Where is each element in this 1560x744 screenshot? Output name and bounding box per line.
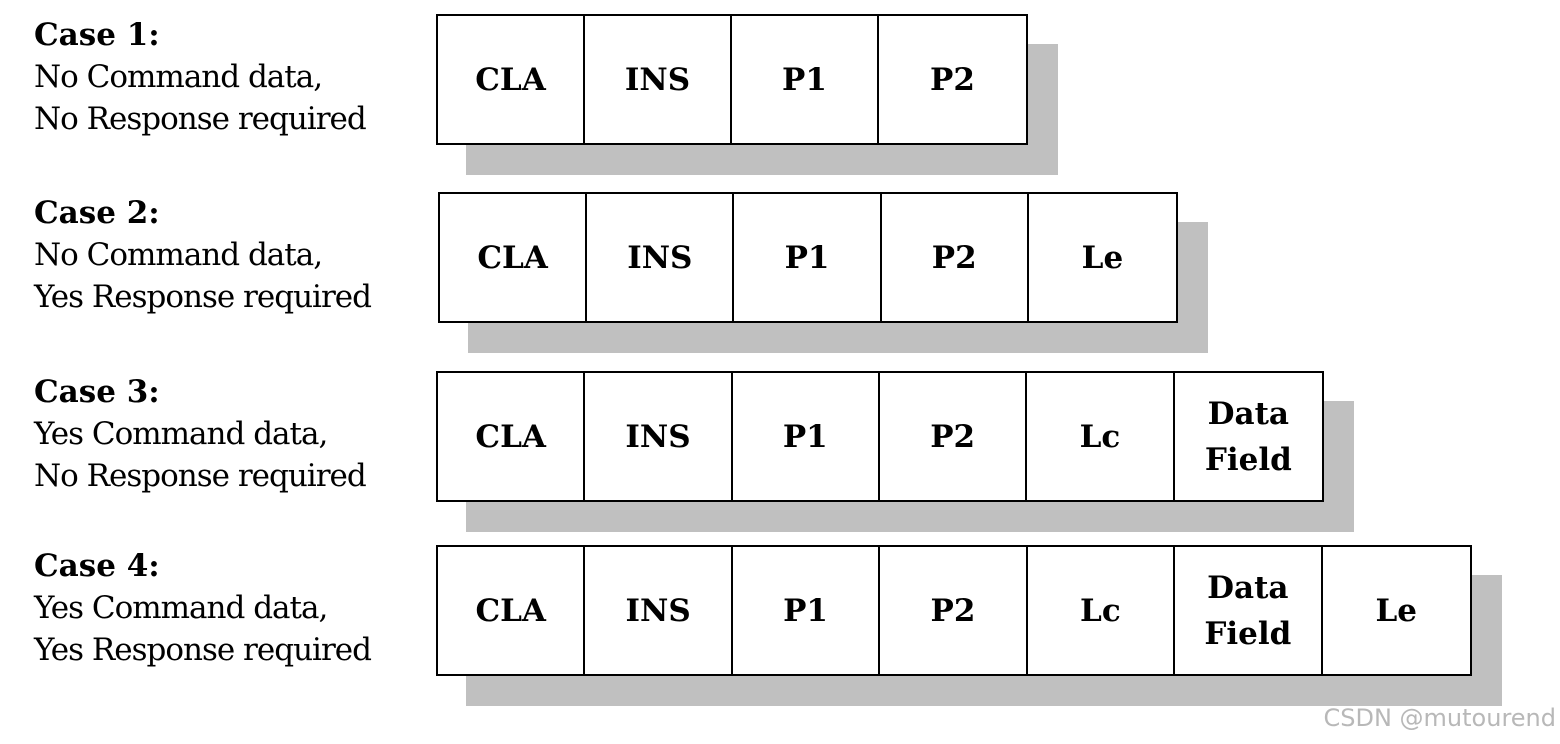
apdu-field-p1: P1: [734, 194, 882, 321]
apdu-field-cla: CLA: [438, 373, 586, 500]
case-2: Case 2: No Command data, Yes Response requ…: [0, 184, 1560, 353]
apdu-field-cla: CLA: [438, 547, 586, 674]
case-description: Case 4: Yes Command data, Yes Response req…: [34, 545, 414, 671]
case-3: Case 3: Yes Command data, No Response requ…: [0, 363, 1560, 532]
case-title: Case 1:: [34, 17, 160, 53]
apdu-field-p2: P2: [880, 373, 1028, 500]
apdu-field-le: Le: [1081, 239, 1124, 276]
case-response-text: No Response required: [34, 101, 367, 137]
case-description: Case 3: Yes Command data, No Response requ…: [34, 371, 414, 497]
case-command-data-text: No Command data,: [34, 59, 323, 95]
case-4: Case 4: Yes Command data, Yes Response req…: [0, 537, 1560, 706]
case-1: Case 1: No Command data, No Response requi…: [0, 6, 1560, 175]
apdu-field-cla: CLA: [438, 16, 585, 143]
apdu-field-ins: INS: [585, 547, 733, 674]
apdu-field-data-field: Data Field: [1175, 547, 1323, 674]
watermark: CSDN @mutourend: [1323, 704, 1557, 732]
case-command-data-text: Yes Command data,: [34, 590, 328, 626]
apdu-field-p1: P1: [732, 16, 879, 143]
apdu-field-cla: CLA: [440, 194, 588, 321]
case-command-data-text: Yes Command data,: [34, 416, 328, 452]
apdu-field-p2: P2: [930, 61, 975, 98]
case-response-text: Yes Response required: [34, 632, 372, 668]
case-response-text: Yes Response required: [34, 279, 372, 315]
case-description: Case 1: No Command data, No Response requi…: [34, 14, 414, 140]
apdu-field-ins: INS: [585, 16, 732, 143]
apdu-field-p2: P2: [880, 547, 1028, 674]
case-command-data-text: No Command data,: [34, 237, 323, 273]
apdu-field-ins: INS: [587, 194, 735, 321]
apdu-field-p2: P2: [882, 194, 1029, 321]
case-title: Case 4:: [34, 548, 160, 584]
apdu-field-lc: Lc: [1027, 373, 1175, 500]
case-description: Case 2: No Command data, Yes Response requ…: [34, 192, 414, 318]
apdu-field-p1: P1: [733, 547, 881, 674]
case-response-text: No Response required: [34, 458, 367, 494]
apdu-field-p1: P1: [733, 373, 880, 500]
case-title: Case 3:: [34, 374, 160, 410]
apdu-field-lc: Lc: [1028, 547, 1176, 674]
apdu-field-le: Le: [1375, 592, 1417, 629]
case-title: Case 2:: [34, 195, 160, 231]
apdu-field-ins: INS: [585, 373, 733, 500]
apdu-field-data-field: Data Field: [1204, 395, 1292, 478]
